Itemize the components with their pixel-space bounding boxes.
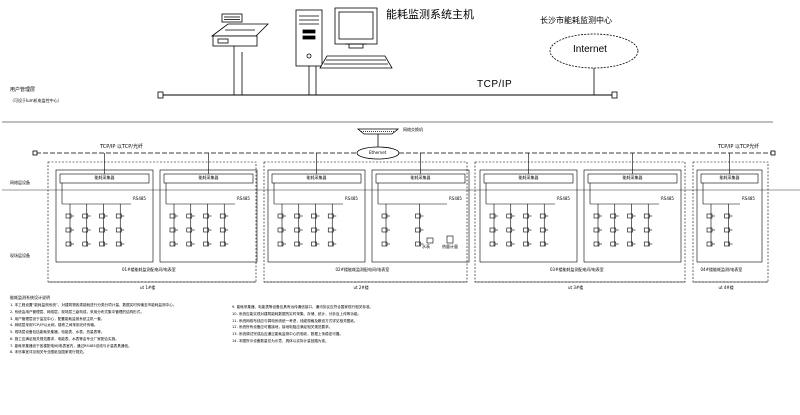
rs485-label: RS485 [449, 196, 462, 201]
notes-right: 9. 能耗采集器、电能表等设备应具有远传通信接口，通讯协议应符合国家现行相关标准… [232, 305, 447, 346]
building-group-frame [263, 161, 468, 283]
ethernet-label: Ethernet [369, 150, 387, 155]
group-sub: ut 4#楼 [718, 285, 734, 290]
group-caption: 03#楼能耗监测配电间/电表室 [550, 267, 604, 272]
network-layer-label: 网络层设备 [10, 180, 30, 185]
right-fiber-label: TCP/IP 以TCP光纤 [718, 144, 760, 150]
user-layer-note: （可设于Ium机电监控中心） [10, 98, 62, 103]
rs485-label: RS485 [345, 196, 358, 201]
field-layer-label: 现场层设备 [10, 253, 30, 258]
note-line: 6. 施工应满足相关规范要求，电能表、水表等由专业厂家配合实施。 [10, 336, 119, 341]
building-group-frame [692, 161, 769, 283]
group-caption: 02#楼能耗监测配电间/电表室 [335, 267, 390, 272]
computer-tower-icon [295, 9, 323, 67]
collector-header: 能耗采集器 [622, 175, 643, 180]
switch-label: 网络交换机 [403, 127, 423, 132]
collector-header: 能耗采集器 [94, 175, 115, 180]
group-sub: ut 3#楼 [568, 285, 584, 290]
group-caption: 04#楼能耗监测/电表室 [700, 267, 743, 272]
center-title: 长沙市能耗监测中心 [540, 16, 612, 25]
water-meter-icon [426, 237, 434, 244]
note-line: 11. 系统网络布线应与弱电系统统一考虑，线缆规格及敷设方式详见相关图纸。 [232, 318, 358, 323]
collector-header: 能耗采集器 [306, 175, 327, 180]
group-sub: ut 2#楼 [353, 285, 369, 290]
note-line: 12. 系统所有设备应可靠接地，接地电阻应满足相关规范要求。 [232, 325, 333, 330]
collector-header: 能耗采集器 [198, 175, 219, 180]
monitor-icon [319, 7, 393, 69]
note-line: 2. 系统由用户管理层、网络层、现场层三级构成，采用分布式集中管理的结构形式。 [10, 309, 144, 314]
note-line: 1. 本工程设置“能耗监测系统”，对建筑物各类能耗进行分类分项计量，数据实时传输… [10, 303, 177, 307]
heat-meter-icon [446, 235, 454, 244]
printer-icon [210, 13, 269, 50]
note-line: 8. 未尽事宜详见相关专业图纸及国家现行规范。 [10, 350, 87, 355]
heat-meter-label: 热量计量 [442, 244, 458, 249]
group-sub: ut 1#楼 [140, 285, 156, 290]
building-group-frame [474, 161, 686, 283]
rs485-label: RS485 [661, 196, 674, 201]
switch-icon [356, 128, 400, 148]
internet-cloud [549, 33, 639, 69]
note-line: 10. 系统应能实现对建筑能耗数据的实时采集、存储、统计、分析及上传等功能。 [232, 311, 362, 316]
collector-header: 能耗采集器 [518, 175, 539, 180]
building-group-frame [47, 161, 257, 283]
left-fiber-label: TCP/IP 以TCP/光纤 [100, 144, 143, 150]
rs485-label: RS485 [557, 196, 570, 201]
internet-label: Internet [573, 44, 607, 55]
host-title: 能耗监测系统主机 [386, 8, 474, 21]
collector-header: 能耗采集器 [719, 175, 740, 180]
note-line: 3. 用户管理层设于监控中心，配置能耗监测系统主机一套。 [10, 316, 105, 321]
note-line: 9. 能耗采集器、电能表等设备应具有远传通信接口，通讯协议应符合国家现行相关标准… [232, 305, 374, 309]
collector-header: 能耗采集器 [410, 175, 431, 180]
notes-left: 1. 本工程设置“能耗监测系统”，对建筑物各类能耗进行分类分项计量，数据实时传输… [10, 303, 215, 357]
note-line: 5. 现场层设备包括能耗采集器、电能表、水表、热量表等。 [10, 330, 105, 335]
notes-heading: 能耗监测系统设计说明 [10, 295, 50, 300]
rs485-label: RS485 [237, 196, 250, 201]
note-line: 13. 系统调试完成后应通过能耗监测中心的验收，数据上传稳定可靠。 [232, 332, 344, 337]
note-line: 4. 网络层采用TCP/IP以太网，楼栋之间采用光纤传输。 [10, 323, 98, 328]
rs485-label: RS485 [133, 196, 146, 201]
tcpip-label: TCP/IP [477, 79, 513, 90]
note-line: 7. 能耗采集器设于各楼配电间/电表室内，通过RS485总线与计量表具通信。 [10, 343, 132, 348]
rs485-label: RS485 [742, 196, 755, 201]
note-line: 14. 本图所示设备数量仅为示意，具体以实际计量回路为准。 [232, 338, 329, 343]
user-layer-label: 用户管理层 [10, 87, 36, 93]
group-caption: 01#楼能耗监测配电间/电表室 [122, 267, 176, 272]
water-meter-label: 水表 [422, 244, 430, 249]
